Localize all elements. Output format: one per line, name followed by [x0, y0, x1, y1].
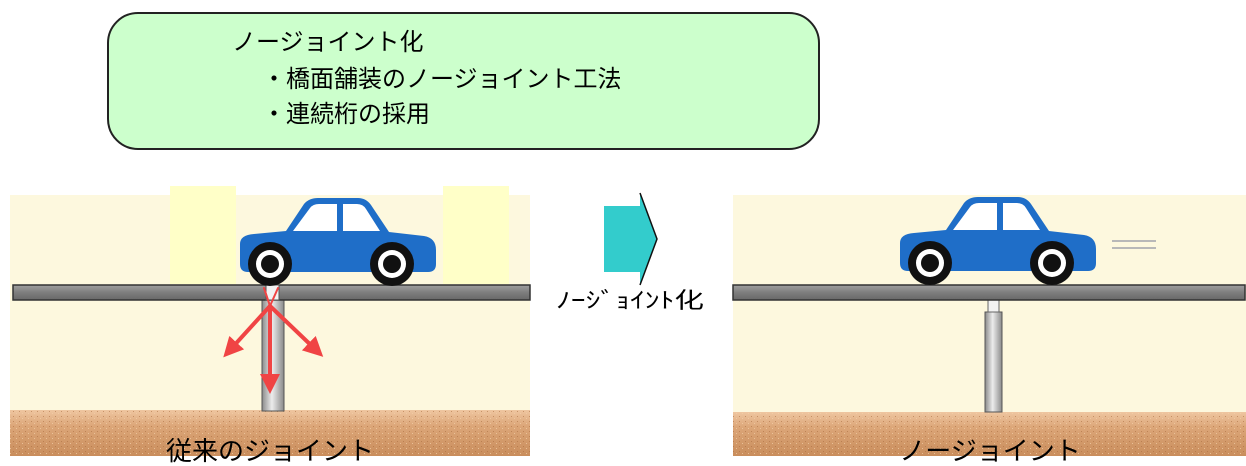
transition: ﾉｰｼﾞｮｲﾝﾄ化	[556, 192, 704, 314]
pier	[984, 311, 1003, 413]
transition-label: ﾉｰｼﾞｮｲﾝﾄ化	[556, 289, 704, 314]
summary-item-continuous-girder: ・連続桁の採用	[262, 100, 430, 128]
ground-texture	[733, 412, 1246, 456]
right-arrow-outline	[639, 192, 658, 286]
panel-no-joint: ノージョイント	[732, 195, 1246, 466]
impact-line-up-right	[269, 287, 279, 307]
summary-box	[107, 12, 820, 150]
highlight-zone-right	[443, 186, 509, 284]
impact-arrow-lower-right	[268, 304, 324, 357]
speed-lines-icon	[1112, 240, 1156, 249]
impact-line-up-left	[263, 287, 271, 307]
bearing	[987, 299, 1000, 313]
bridge-deck	[732, 284, 1246, 301]
impact-arrows	[223, 287, 324, 394]
summary-item-pavement: ・橋面舗装のノージョイント工法	[262, 65, 622, 93]
caption-no-joint: ノージョイント	[899, 437, 1080, 466]
highlight-zone-left	[170, 186, 236, 284]
panel-conventional-joint: 従来のジョイント	[10, 186, 531, 466]
right-arrow-icon	[604, 193, 657, 285]
caption-conventional-joint: 従来のジョイント	[166, 437, 374, 466]
ground-texture	[10, 410, 530, 456]
summary-title: ノージョイント化	[232, 28, 424, 56]
impact-arrow-lower-left	[223, 304, 272, 358]
